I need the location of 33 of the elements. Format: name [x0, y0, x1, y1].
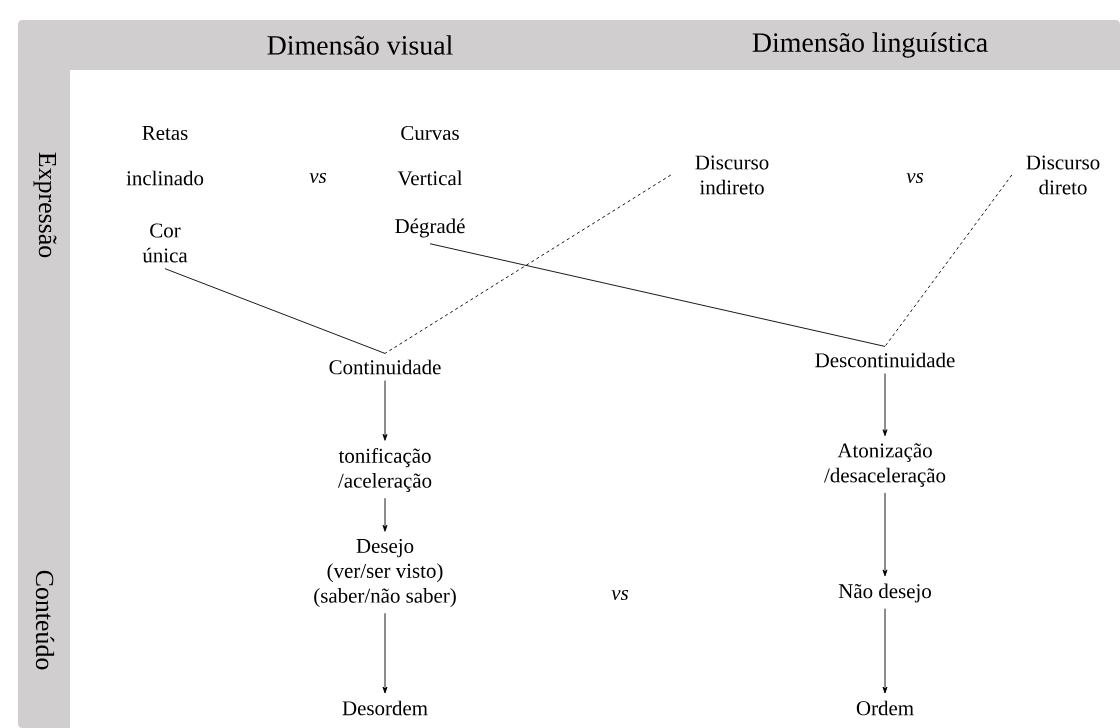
arrow [882, 608, 888, 694]
concept-text: Dégradé [395, 218, 465, 238]
concept-text: Continuidade [329, 359, 441, 375]
feature-label: Retas [142, 126, 188, 140]
connector-line [384, 174, 672, 354]
arrow [382, 497, 388, 532]
concept-text: Discurso direto [1026, 155, 1100, 195]
arrow [382, 612, 388, 694]
connector-line [164, 268, 386, 354]
concept-text: Atonização /desaceleração [824, 443, 946, 487]
feature-label: Curvas [401, 125, 459, 140]
arrow [882, 373, 888, 437]
column-heading: Dimensão linguística [752, 32, 988, 58]
versus-label: vs [906, 172, 924, 184]
feature-label: inclinado [126, 170, 204, 186]
concept-text: Descontinuidade [815, 352, 955, 368]
row-heading: Expressão [33, 152, 57, 258]
arrow [382, 380, 388, 441]
arrow [882, 492, 888, 577]
versus-label: vs [611, 589, 629, 600]
row-heading: Conteúdo [35, 570, 55, 670]
concept-text: Ordem [856, 700, 914, 716]
connector-line [884, 174, 1013, 347]
versus-label: vs [309, 172, 327, 184]
feature-label: Vertical [397, 170, 463, 186]
concept-text: Não desejo [838, 583, 931, 603]
connector-line [429, 243, 886, 347]
concept-text: Discurso indireto [695, 155, 769, 195]
concept-text: Cor única [142, 223, 188, 263]
concept-text: Desordem [342, 700, 428, 716]
column-heading: Dimensão visual [267, 35, 453, 55]
concept-text: Desejo (ver/ser visto) (saber/não saber) [314, 538, 456, 608]
concept-text: tonificação /aceleração [338, 447, 432, 493]
